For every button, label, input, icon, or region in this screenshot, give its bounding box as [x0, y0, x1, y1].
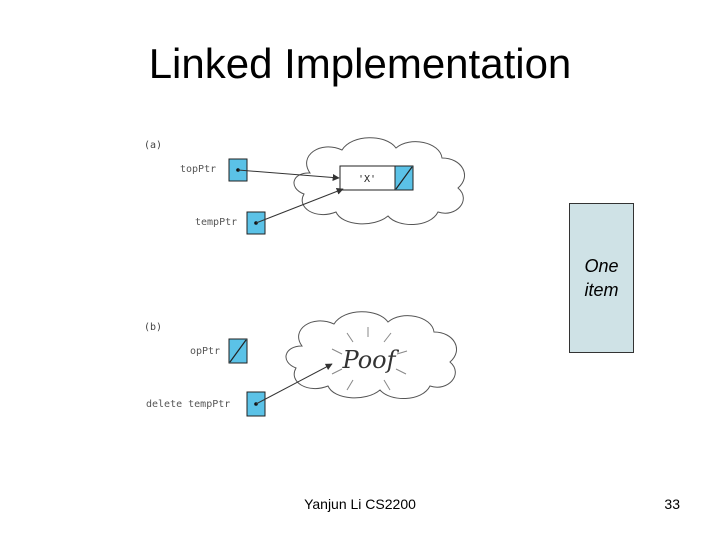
temp-ptr-label: tempPtr [195, 217, 237, 228]
callout-text: One item [584, 256, 619, 300]
panel-a-label: (a) [144, 140, 162, 151]
node-null-slash [395, 166, 413, 190]
figure-svg: (a) topPtr 'X' tempPtr (b) [144, 137, 465, 417]
poof-burst-lines [331, 327, 408, 391]
poof-text: Poof [342, 346, 400, 374]
op-ptr-null-slash [229, 339, 247, 363]
temp-ptr-dot [254, 221, 258, 225]
memory-cloud-b [285, 311, 457, 400]
page-number: 33 [664, 496, 680, 512]
one-item-callout: One item [569, 203, 634, 353]
top-ptr-dot [236, 168, 240, 172]
delete-temp-ptr-label: delete tempPtr [146, 399, 230, 410]
deleted-temp-ptr-arrow [255, 363, 333, 405]
panel-b-label: (b) [144, 322, 162, 333]
linked-stack-figure: (a) topPtr 'X' tempPtr (b) [140, 128, 480, 438]
top-ptr-label: topPtr [180, 164, 216, 175]
node-info-box [339, 165, 396, 191]
temp-ptr-arrow [255, 188, 344, 224]
footer-author: Yanjun Li CS2200 [304, 496, 416, 512]
op-ptr-label: opPtr [190, 346, 220, 357]
slide-title: Linked Implementation [148, 40, 572, 87]
top-ptr-arrow [237, 169, 340, 181]
node-value: 'X' [358, 174, 376, 185]
